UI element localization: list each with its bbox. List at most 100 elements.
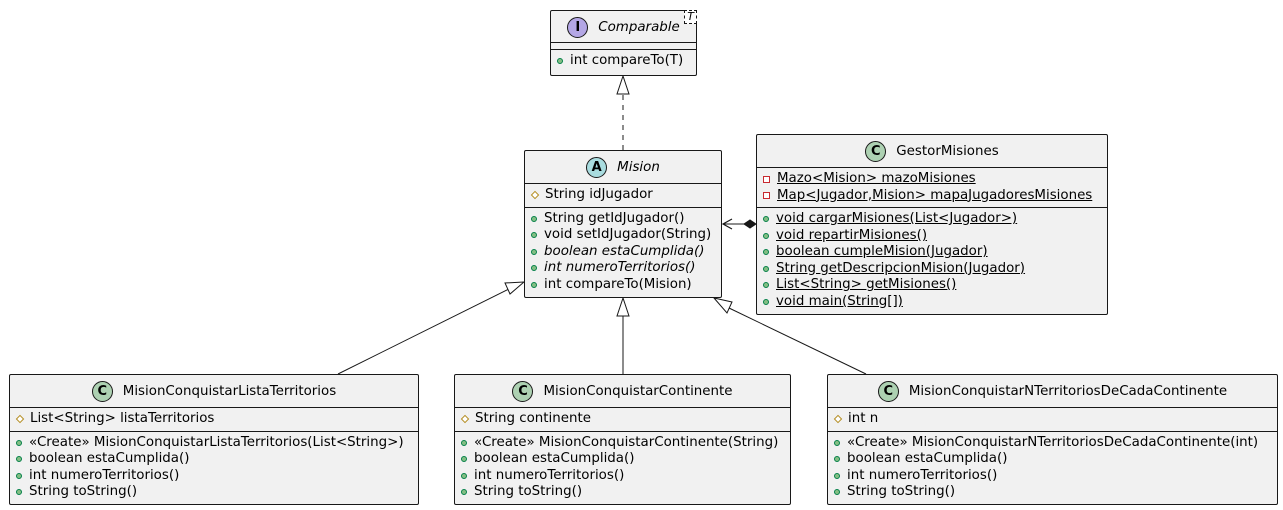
method-text: int numeroTerritorios()	[29, 467, 180, 483]
class-mision[interactable]: A Mision String idJugador String getIdJu…	[524, 150, 722, 298]
public-icon	[531, 215, 537, 222]
public-icon	[834, 439, 840, 446]
public-icon	[16, 456, 22, 463]
private-icon	[763, 192, 770, 200]
public-icon	[763, 298, 769, 305]
method-row: String toString()	[834, 484, 1277, 501]
fields-section: int n	[828, 407, 1277, 431]
method-text: int compareTo(T)	[570, 53, 684, 68]
class-icon: C	[877, 381, 899, 402]
private-icon	[763, 175, 770, 183]
class-icon: C	[91, 381, 113, 402]
class-icon: C	[865, 141, 887, 162]
public-icon	[763, 265, 769, 272]
method-row: int compareTo(Mision)	[531, 277, 721, 294]
methods-section: «Create» MisionConquistarContinente(Stri…	[455, 430, 790, 504]
fields-section: List<String> listaTerritorios	[10, 407, 418, 431]
method-row: boolean estaCumplida()	[531, 244, 721, 261]
method-text: int numeroTerritorios()	[847, 467, 998, 483]
public-icon	[531, 248, 537, 255]
method-row: boolean estaCumplida()	[16, 451, 418, 468]
public-icon	[531, 265, 537, 272]
public-icon	[834, 472, 840, 479]
method-row: void cargarMisiones(List<Jugador>)	[763, 211, 1107, 228]
composition-gestor-mision	[721, 218, 757, 230]
abstract-method-text: boolean estaCumplida()	[544, 243, 705, 259]
protected-icon	[833, 415, 843, 424]
public-icon	[557, 58, 563, 65]
public-icon	[461, 439, 467, 446]
methods-section: int compareTo(T)	[551, 49, 696, 73]
method-text: int numeroTerritorios()	[474, 467, 625, 483]
class-mision-conquistar-lista-territorios[interactable]: C MisionConquistarListaTerritorios List<…	[9, 374, 419, 505]
type-parameter: T	[684, 10, 697, 24]
public-icon	[531, 281, 537, 288]
fields-section: Mazo<Mision> mazoMisiones Map<Jugador,Mi…	[757, 167, 1107, 207]
public-icon	[763, 216, 769, 223]
field-row: List<String> listaTerritorios	[15, 411, 418, 428]
inheritance-continente-mision	[616, 296, 630, 374]
method-row: int numeroTerritorios()	[531, 260, 721, 277]
method-row: boolean estaCumplida()	[461, 451, 790, 468]
field-row: int n	[833, 411, 1277, 428]
method-row: String getIdJugador()	[531, 211, 721, 228]
method-text: boolean estaCumplida()	[474, 451, 635, 466]
static-method-text: void main(String[])	[776, 293, 903, 309]
fields-section	[551, 42, 696, 49]
static-field-text: Mazo<Mision> mazoMisiones	[777, 171, 976, 186]
class-name: Mision	[617, 160, 660, 175]
field-row: Map<Jugador,Mision> mapaJugadoresMisione…	[763, 188, 1107, 205]
method-text: «Create» MisionConquistarNTerritoriosDeC…	[847, 434, 1259, 450]
field-text: int n	[848, 411, 879, 426]
interface-comparable[interactable]: I Comparable T int compareTo(T)	[550, 10, 697, 76]
protected-icon	[15, 415, 25, 424]
abstract-method-text: int numeroTerritorios()	[544, 260, 696, 275]
class-name: MisionConquistarContinente	[543, 384, 733, 399]
method-row: int numeroTerritorios()	[461, 468, 790, 485]
protected-icon	[530, 191, 540, 200]
method-text: boolean estaCumplida()	[847, 451, 1008, 466]
realization-mision-comparable	[616, 74, 630, 150]
method-row: String getDescripcionMision(Jugador)	[763, 261, 1107, 278]
public-icon	[16, 489, 22, 496]
inheritance-ncont-mision	[712, 297, 867, 375]
method-row: «Create» MisionConquistarContinente(Stri…	[461, 435, 790, 452]
method-row: List<String> getMisiones()	[763, 277, 1107, 294]
method-row: boolean estaCumplida()	[834, 451, 1277, 468]
interface-name: Comparable	[598, 19, 680, 35]
static-field-text: Map<Jugador,Mision> mapaJugadoresMisione…	[777, 187, 1093, 203]
methods-section: String getIdJugador() void setIdJugador(…	[525, 206, 721, 297]
method-row: int numeroTerritorios()	[16, 468, 418, 485]
protected-icon	[460, 415, 470, 424]
static-method-text: String getDescripcionMision(Jugador)	[776, 260, 1026, 276]
method-row: String toString()	[16, 484, 418, 501]
public-icon	[763, 282, 769, 289]
inheritance-lista-mision	[337, 281, 526, 375]
field-text: List<String> listaTerritorios	[30, 411, 215, 426]
method-row: String toString()	[461, 484, 790, 501]
method-text: String toString()	[847, 484, 956, 499]
public-icon	[531, 232, 537, 239]
methods-section: «Create» MisionConquistarListaTerritorio…	[10, 430, 418, 504]
method-row: «Create» MisionConquistarNTerritoriosDeC…	[834, 435, 1277, 452]
static-method-text: boolean cumpleMision(Jugador)	[776, 244, 988, 259]
method-row: void repartirMisiones()	[763, 228, 1107, 245]
public-icon	[763, 232, 769, 239]
method-row: int compareTo(T)	[557, 53, 696, 70]
field-row: String idJugador	[530, 187, 721, 204]
public-icon	[16, 472, 22, 479]
fields-section: String idJugador	[525, 183, 721, 207]
static-method-text: void cargarMisiones(List<Jugador>)	[776, 211, 1018, 226]
class-mision-conquistar-continente[interactable]: C MisionConquistarContinente String cont…	[454, 374, 791, 505]
field-row: String continente	[460, 411, 790, 428]
fields-section: String continente	[455, 407, 790, 431]
public-icon	[461, 489, 467, 496]
class-name: MisionConquistarNTerritoriosDeCadaContin…	[908, 384, 1228, 399]
class-mision-conquistar-n-territorios[interactable]: C MisionConquistarNTerritoriosDeCadaCont…	[827, 374, 1278, 505]
public-icon	[834, 489, 840, 496]
public-icon	[834, 456, 840, 463]
class-gestor-misiones[interactable]: C GestorMisiones Mazo<Mision> mazoMision…	[756, 134, 1108, 315]
interface-icon: I	[567, 16, 589, 38]
method-text: String toString()	[29, 484, 138, 499]
